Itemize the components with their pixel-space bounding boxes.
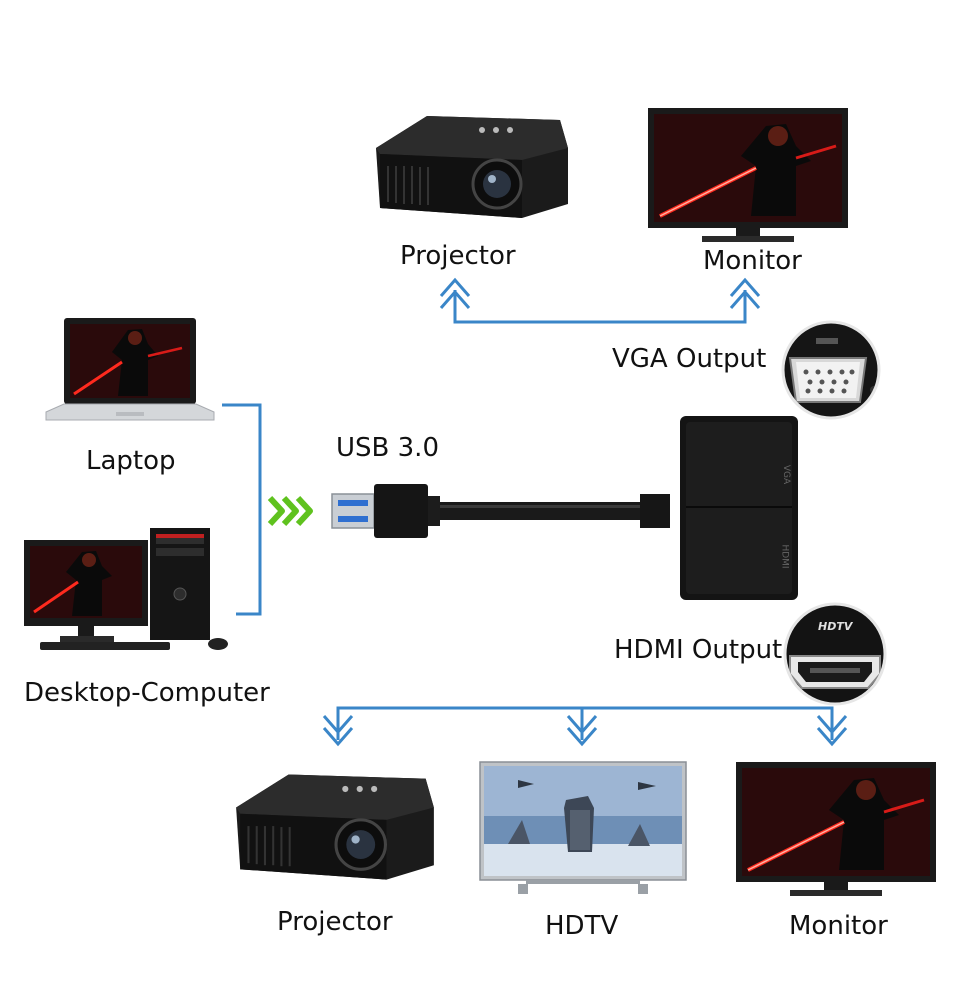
vga-output-wires <box>439 277 761 324</box>
bottom-projector-device <box>236 774 434 880</box>
source-wires <box>222 403 262 616</box>
adapter-hdmi-port-label: HDMI <box>779 544 790 569</box>
green-arrow-icon <box>267 495 313 527</box>
usb-cable <box>331 484 670 538</box>
hdmi-output-wires <box>322 706 848 747</box>
bottom-projector-label: Projector <box>277 907 393 937</box>
hdmi-port-icon <box>783 602 887 706</box>
vga-port-icon <box>781 320 881 420</box>
top-monitor-label: Monitor <box>703 246 802 276</box>
top-projector-device <box>376 116 568 218</box>
bottom-monitor-device <box>736 762 936 896</box>
laptop-label: Laptop <box>86 446 176 476</box>
hdmi-output-label: HDMI Output <box>614 635 783 665</box>
vga-output-label: VGA Output <box>612 344 767 374</box>
hdmi-closeup-label: HDTV <box>818 620 853 633</box>
laptop-device <box>45 318 215 421</box>
desktop-computer-device <box>24 528 228 650</box>
adapter-vga-port-label: VGA <box>781 464 792 485</box>
desktop-computer-label: Desktop-Computer <box>24 678 270 708</box>
usb-adapter-device <box>680 416 798 600</box>
bottom-hdtv-label: HDTV <box>545 911 619 941</box>
bottom-hdtv-device <box>479 761 687 894</box>
top-projector-label: Projector <box>400 241 516 271</box>
bottom-monitor-label: Monitor <box>789 911 888 941</box>
top-monitor-device <box>648 108 848 242</box>
usb-label: USB 3.0 <box>336 433 439 463</box>
